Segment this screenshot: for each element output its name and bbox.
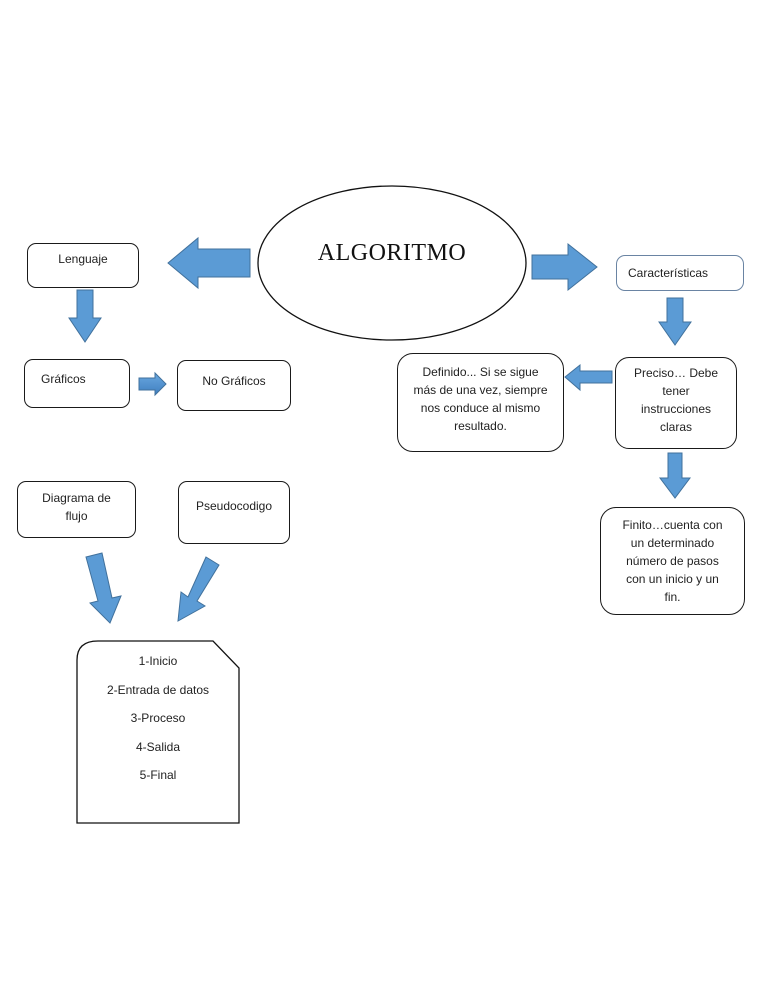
node-lenguaje: Lenguaje [27, 243, 139, 288]
arrow-caracteristicas-to-preciso [658, 297, 692, 346]
node-finito: Finito…cuenta con un determinado número … [600, 507, 745, 615]
node-diagrama-flujo: Diagrama de flujo [17, 481, 136, 538]
step-item: 5-Final [139, 768, 177, 782]
node-no-graficos: No Gráficos [177, 360, 291, 411]
node-preciso-line-1: Preciso… Debe [633, 366, 719, 380]
steps-list: 1-Inicio 2-Entrada de datos 3-Proceso 4-… [76, 652, 240, 795]
node-definido-line-2: más de una vez, siempre [413, 383, 548, 397]
node-finito-line-5: fin. [664, 590, 681, 604]
node-preciso-line-2: tener [662, 384, 690, 398]
node-preciso-line-4: claras [659, 420, 692, 434]
node-finito-line-2: un determinado [630, 536, 715, 550]
step-item: 1-Inicio [138, 654, 178, 668]
node-definido-line-1: Definido... Si se sigue [422, 365, 539, 379]
arrow-pseudocodigo-to-steps [177, 556, 220, 622]
node-no-graficos-label: No Gráficos [202, 374, 266, 388]
node-graficos: Gráficos [24, 359, 130, 408]
step-item: 3-Proceso [130, 711, 186, 725]
step-item: 4-Salida [135, 739, 181, 754]
step-item: 2-Entrada de datos [106, 682, 210, 697]
arrow-lenguaje-to-graficos [68, 289, 102, 343]
node-caracteristicas-label: Características [628, 266, 709, 280]
node-lenguaje-label: Lenguaje [58, 252, 108, 266]
arrow-algoritmo-to-caracteristicas [531, 242, 598, 292]
arrow-preciso-to-finito [659, 452, 691, 499]
node-definido-line-3: nos conduce al mismo [420, 401, 541, 415]
steps-box [76, 640, 240, 824]
node-finito-line-3: número de pasos [626, 554, 719, 568]
arrow-graficos-to-no-graficos [138, 371, 167, 397]
algoritmo-title: ALGORITMO [317, 240, 467, 266]
arrow-algoritmo-to-lenguaje [167, 236, 251, 290]
node-graficos-label: Gráficos [41, 372, 86, 386]
node-finito-line-4: con un inicio y un [626, 572, 719, 586]
node-preciso: Preciso… Debe tener instrucciones claras [615, 357, 737, 449]
arrow-diagrama-to-steps [85, 552, 122, 624]
node-finito-line-1: Finito…cuenta con [622, 518, 723, 532]
node-definido-line-4: resultado. [454, 419, 507, 433]
node-caracteristicas: Características [616, 255, 744, 291]
node-pseudocodigo-label: Pseudocodigo [195, 499, 273, 513]
node-diagrama-flujo-line-1: Diagrama de [42, 491, 111, 505]
node-pseudocodigo: Pseudocodigo [178, 481, 290, 544]
node-diagrama-flujo-line-2: flujo [65, 509, 88, 523]
algoritmo-ellipse [257, 185, 527, 341]
node-preciso-line-3: instrucciones [640, 402, 712, 416]
node-definido: Definido... Si se sigue más de una vez, … [397, 353, 564, 452]
arrow-preciso-to-definido [564, 363, 613, 392]
